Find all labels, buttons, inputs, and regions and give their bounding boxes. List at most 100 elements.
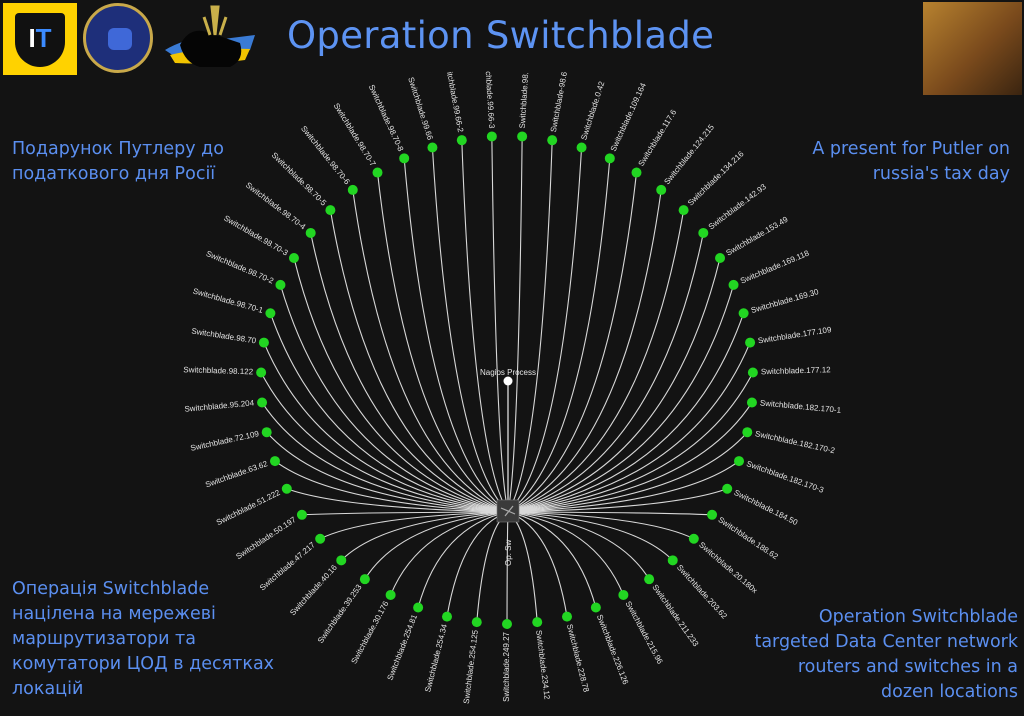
switch-node[interactable] (656, 184, 667, 195)
switch-node[interactable] (722, 483, 733, 494)
switch-node[interactable] (547, 135, 558, 146)
switch-node[interactable] (734, 456, 745, 467)
switch-node[interactable] (644, 574, 655, 585)
switch-node-label: Switchblade.50.197 (234, 515, 298, 561)
switch-node[interactable] (456, 135, 467, 146)
switch-node[interactable] (372, 167, 383, 178)
switch-node[interactable] (325, 205, 336, 216)
switch-node[interactable] (261, 427, 272, 438)
switch-node[interactable] (486, 131, 497, 142)
switch-node[interactable] (590, 602, 601, 613)
switch-node-label: itchblade.99.66-2 (445, 71, 465, 134)
edge (260, 372, 509, 513)
switch-node[interactable] (257, 397, 268, 408)
switch-node-label: Switchblade.169.30 (750, 287, 820, 315)
edge (507, 511, 713, 516)
switch-node[interactable] (288, 253, 299, 263)
switch-node-label: Switchblade.98.70 (191, 326, 258, 345)
switch-node[interactable] (678, 205, 689, 216)
switch-node-label: Switchblade.249.27 (502, 631, 511, 701)
switch-node[interactable] (256, 367, 267, 378)
caption-top-left: Подарунок Путлеру до податкового дня Рос… (12, 137, 224, 187)
edge (507, 158, 611, 513)
caption-line: Операція Switchblade (12, 579, 210, 599)
switch-node[interactable] (441, 611, 452, 622)
switch-node[interactable] (336, 555, 347, 566)
switch-node-label: Switchblade.109.164 (609, 81, 648, 153)
switch-node-label: Switchblade-98.6 (549, 71, 569, 134)
edge (507, 136, 523, 513)
switch-node-label: Switchblade.254.81 (385, 613, 419, 682)
switch-node[interactable] (258, 337, 269, 348)
edge (507, 189, 662, 513)
switch-node-label: Switchblade.40.16 (288, 563, 339, 618)
switch-node[interactable] (631, 167, 642, 178)
switch-node[interactable] (707, 509, 718, 520)
switch-node-label: Switchblade.215.96 (624, 600, 665, 666)
edge (461, 140, 509, 513)
edge (507, 140, 553, 513)
switch-node-label: Switchblade.124.215 (662, 122, 716, 186)
switch-node-label: Switchblade.234.12 (534, 629, 552, 700)
caption-line: податкового дня Росії (12, 164, 216, 184)
switch-node[interactable] (738, 308, 749, 319)
airplane-icon (500, 505, 516, 517)
switch-node[interactable] (747, 367, 758, 378)
caption-line: russia's tax day (872, 164, 1010, 184)
edge (340, 511, 509, 561)
switch-node[interactable] (359, 574, 370, 585)
switch-node[interactable] (618, 589, 629, 600)
switch-node-label: Switchblade.169.118 (739, 248, 811, 285)
edge (364, 511, 509, 580)
switch-node[interactable] (399, 153, 410, 164)
switch-node[interactable] (532, 617, 543, 628)
switch-node-label: Switchblade.98.70-4 (244, 181, 308, 232)
switch-node-label: Switchblade.98.70-3 (222, 214, 290, 258)
switch-node[interactable] (667, 555, 678, 566)
switch-node[interactable] (269, 456, 280, 467)
switch-node[interactable] (347, 184, 358, 195)
switch-node[interactable] (275, 279, 286, 290)
switch-node[interactable] (715, 253, 726, 263)
switch-node[interactable] (517, 131, 528, 142)
switch-node[interactable] (688, 533, 699, 544)
switch-node-label: Switchblade.47.217 (258, 540, 317, 593)
it-army-logo: ІТ (3, 3, 77, 75)
caption-line: локацій (12, 679, 84, 699)
switch-node-label: Switchblade.228.78 (565, 623, 591, 693)
switch-node[interactable] (604, 153, 615, 164)
edge (507, 511, 624, 596)
nagios-process-label: Nagios Process (480, 368, 536, 377)
edge (507, 284, 735, 513)
switch-node[interactable] (305, 227, 316, 238)
switch-node[interactable] (413, 602, 424, 613)
caption-line: маршрутизатори та (12, 629, 196, 649)
switch-node[interactable] (745, 337, 756, 348)
edge (279, 284, 509, 513)
edge (507, 210, 685, 513)
switch-node[interactable] (315, 533, 326, 544)
switch-node-label: Switchblade.182.170-2 (754, 429, 836, 455)
switch-node[interactable] (296, 509, 307, 520)
edge (507, 431, 748, 513)
switch-node[interactable] (746, 397, 757, 408)
switch-node[interactable] (562, 611, 573, 622)
switch-node[interactable] (385, 589, 396, 600)
switch-node[interactable] (281, 483, 292, 494)
switch-node[interactable] (427, 142, 438, 153)
edge (417, 511, 509, 608)
switch-node[interactable] (471, 617, 482, 628)
switch-node[interactable] (742, 427, 753, 438)
nagios-process-node[interactable] (503, 376, 513, 386)
edge (263, 342, 509, 513)
shield-icon: ІТ (15, 13, 65, 67)
caption-line: routers and switches in a (797, 657, 1018, 677)
switch-node[interactable] (265, 308, 276, 319)
edge (269, 313, 509, 513)
switch-node[interactable] (576, 142, 587, 153)
switch-node[interactable] (502, 619, 512, 629)
switch-node-label: Switchblade.226.126 (595, 613, 630, 686)
switch-node[interactable] (698, 227, 709, 238)
switch-node[interactable] (728, 279, 739, 290)
